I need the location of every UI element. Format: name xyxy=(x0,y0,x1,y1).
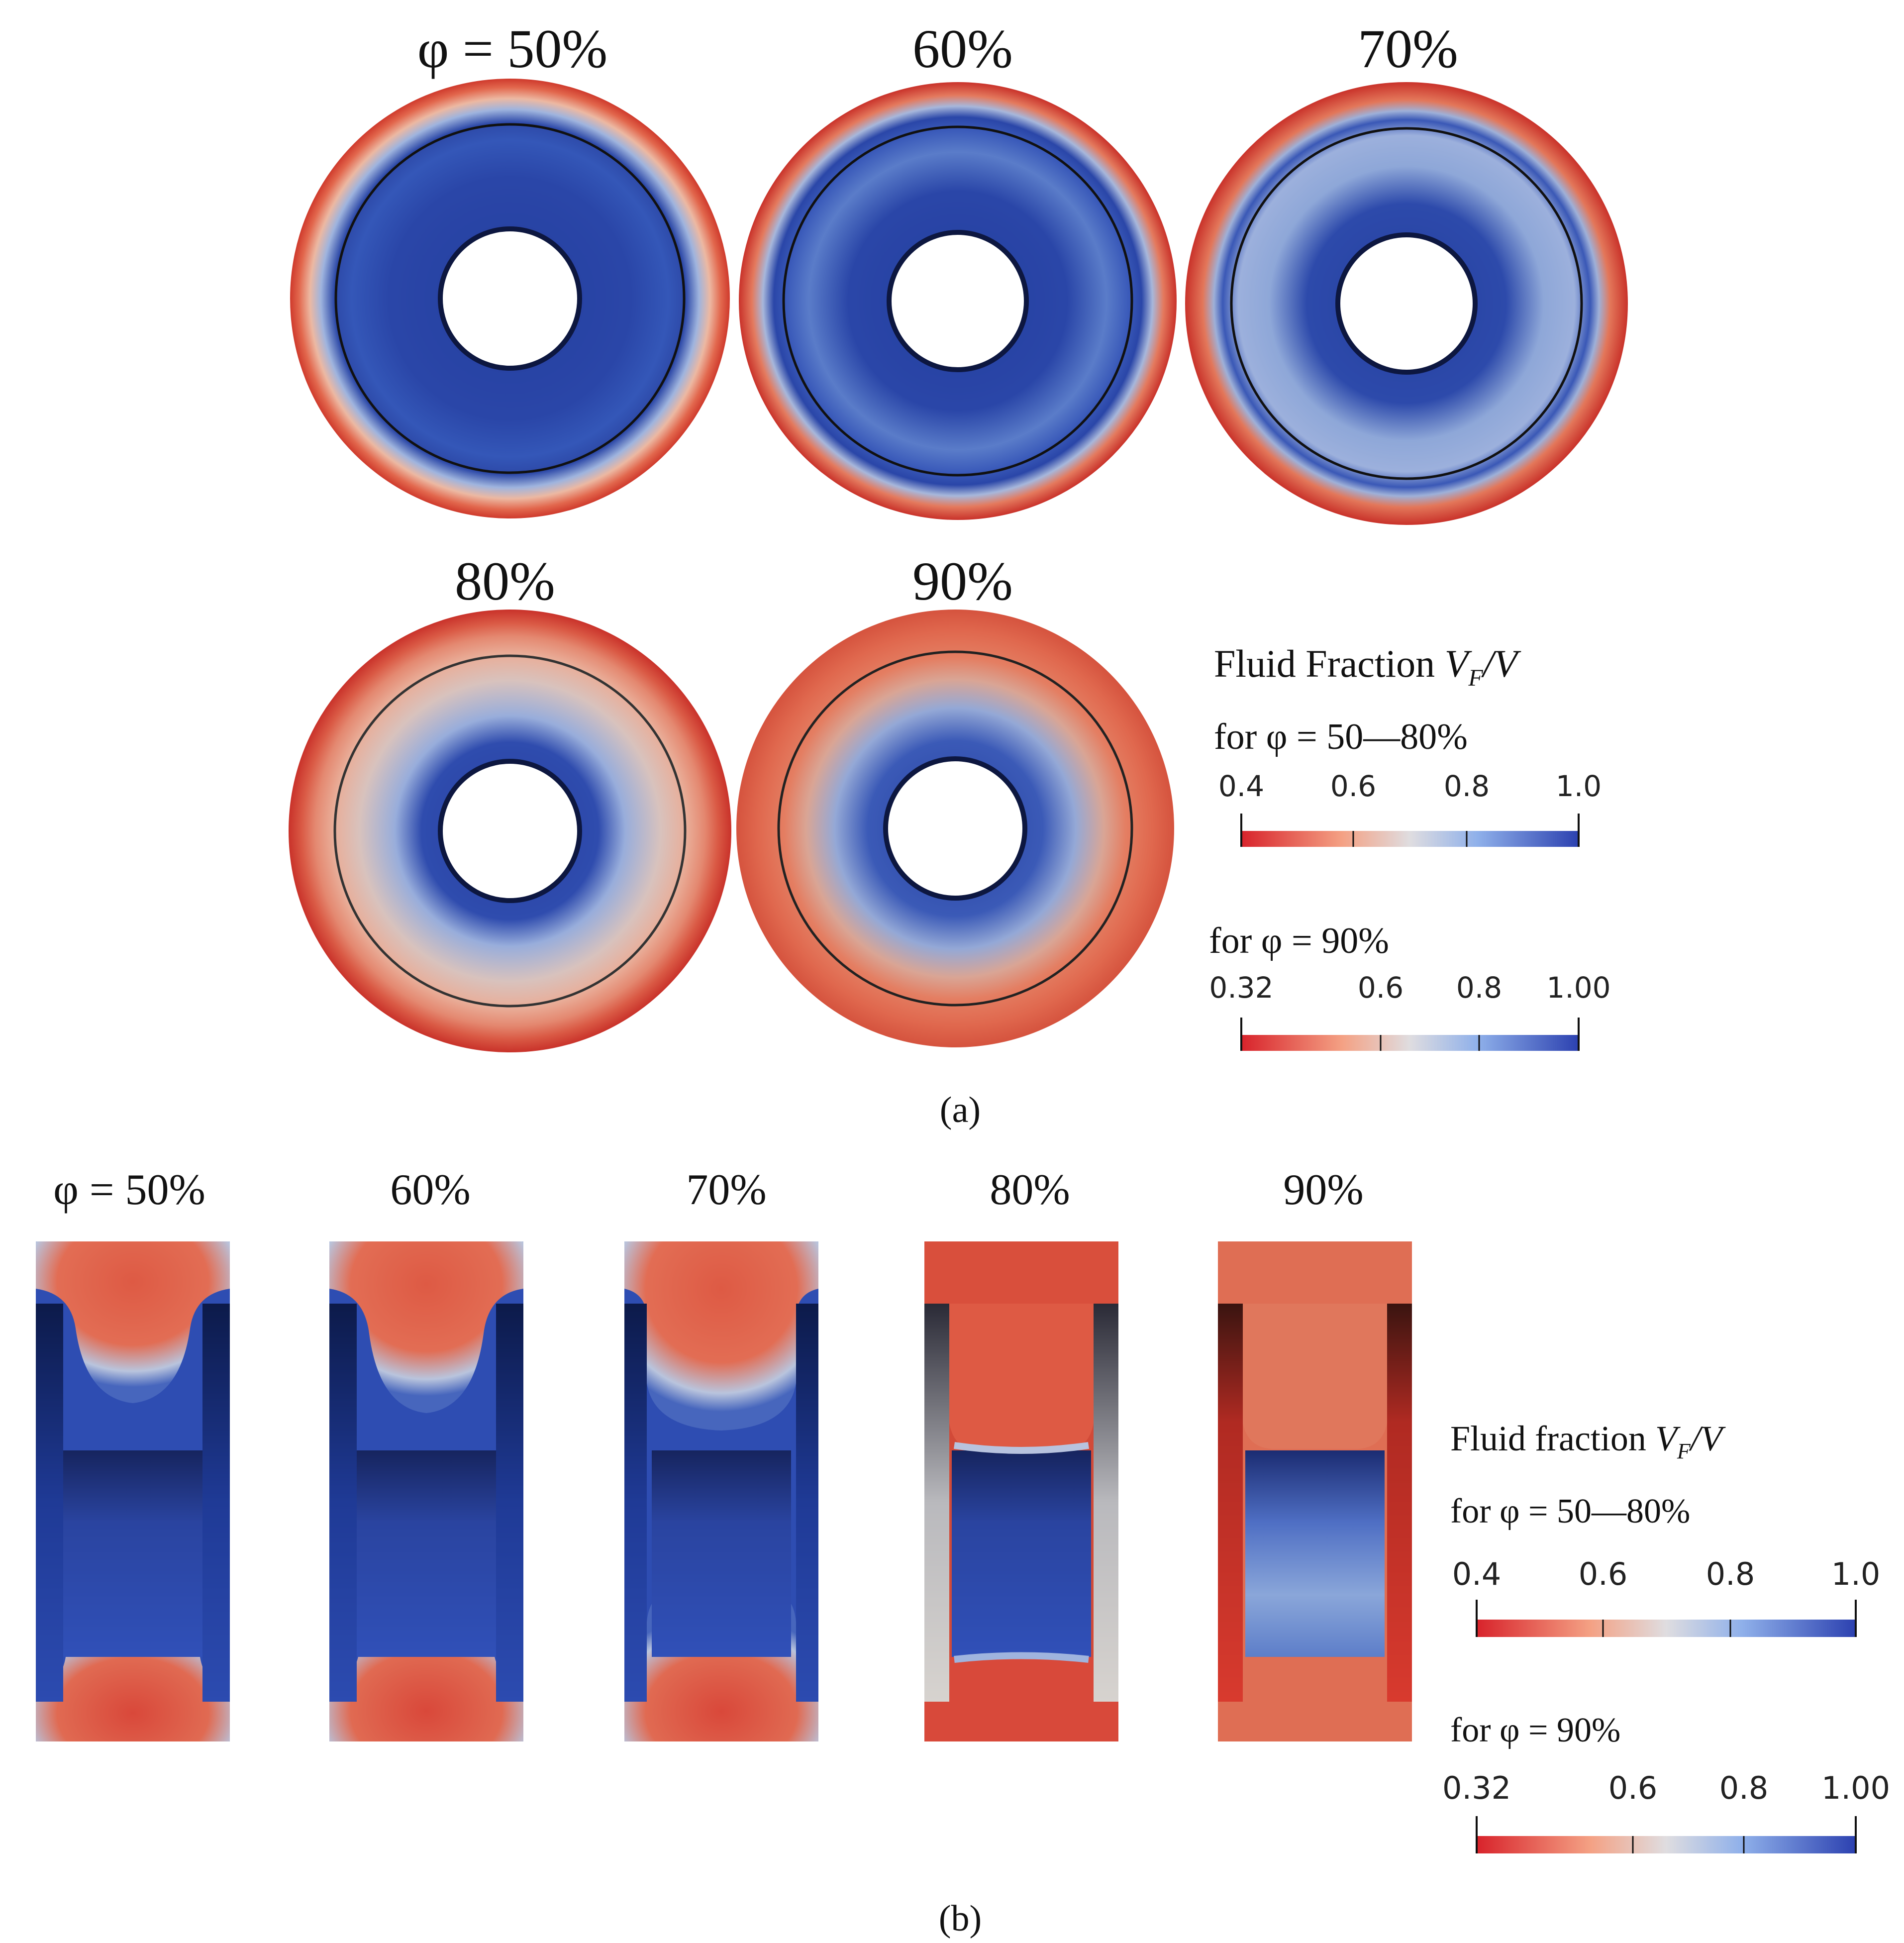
legend-a-range1-ticks: 0.4 0.6 0.8 1.0 xyxy=(1218,769,1602,803)
tick-label: 0.4 xyxy=(1218,769,1264,803)
tick-label: 1.00 xyxy=(1821,1770,1890,1806)
column-plot-50 xyxy=(36,1241,230,1741)
ring-plot-60 xyxy=(739,82,1177,520)
tick-label: 0.8 xyxy=(1719,1770,1769,1806)
ring-label-90: 90% xyxy=(912,551,1013,612)
ring-plot-50 xyxy=(290,79,730,518)
caption-b: (b) xyxy=(939,1898,982,1939)
panel-a: φ = 50% 60% 70% 80% 90% xyxy=(289,18,1628,1130)
ring-label-50: φ = 50% xyxy=(417,18,607,79)
legend-b-range2-label: for φ = 90% xyxy=(1450,1711,1620,1749)
legend-a-range1-label: for φ = 50—80% xyxy=(1214,716,1468,757)
ring-label-70: 70% xyxy=(1358,18,1458,79)
legend-b-range1-label: for φ = 50—80% xyxy=(1450,1492,1690,1531)
ring-plot-80 xyxy=(289,610,731,1052)
tick-label: 1.00 xyxy=(1546,971,1610,1005)
column-plot-80 xyxy=(924,1241,1118,1741)
tick-label: 0.6 xyxy=(1579,1556,1628,1592)
tick-label: 0.32 xyxy=(1209,971,1273,1005)
tick-label: 0.6 xyxy=(1330,769,1376,803)
ring-label-60: 60% xyxy=(912,18,1013,79)
colorbar-b-range2 xyxy=(1476,1816,1857,1853)
panel-b: φ = 50% 60% 70% 80% 90% xyxy=(36,1166,1890,1939)
tick-label: 0.8 xyxy=(1456,971,1502,1005)
tick-label: 0.6 xyxy=(1608,1770,1658,1806)
ring-label-80: 80% xyxy=(455,551,555,612)
column-label-90: 90% xyxy=(1283,1166,1363,1214)
column-label-70: 70% xyxy=(686,1166,766,1214)
tick-label: 0.32 xyxy=(1442,1770,1511,1806)
legend-b-range2-ticks: 0.32 0.6 0.8 1.00 xyxy=(1442,1770,1890,1806)
colorbar-a-range1 xyxy=(1240,814,1580,847)
legend-a: Fluid Fraction VF/V for φ = 50—80% 0.4 0… xyxy=(1209,642,1611,1051)
legend-a-range2-ticks: 0.32 0.6 0.8 1.00 xyxy=(1209,971,1610,1005)
tick-label: 0.6 xyxy=(1358,971,1403,1005)
column-plot-90 xyxy=(1218,1241,1412,1741)
legend-b-title: Fluid fraction VF/V xyxy=(1450,1419,1726,1463)
tick-label: 0.4 xyxy=(1452,1556,1502,1592)
colorbar-b-range1 xyxy=(1476,1600,1857,1637)
legend-b: Fluid fraction VF/V for φ = 50—80% 0.4 0… xyxy=(1442,1419,1890,1853)
column-label-80: 80% xyxy=(990,1166,1070,1214)
column-plot-60 xyxy=(329,1241,523,1741)
column-label-60: 60% xyxy=(390,1166,470,1214)
ring-plot-90 xyxy=(736,610,1174,1047)
tick-label: 1.0 xyxy=(1831,1556,1881,1592)
tick-label: 1.0 xyxy=(1556,769,1602,803)
colorbar-a-range2 xyxy=(1240,1018,1580,1051)
legend-a-title: Fluid Fraction VF/V xyxy=(1214,642,1521,691)
column-plot-70 xyxy=(624,1241,818,1741)
ring-plot-70 xyxy=(1185,82,1628,525)
legend-b-range1-ticks: 0.4 0.6 0.8 1.0 xyxy=(1452,1556,1881,1592)
tick-label: 0.8 xyxy=(1444,769,1490,803)
caption-a: (a) xyxy=(940,1090,981,1130)
legend-a-range2-label: for φ = 90% xyxy=(1209,920,1389,961)
column-label-50: φ = 50% xyxy=(53,1166,205,1214)
tick-label: 0.8 xyxy=(1706,1556,1755,1592)
